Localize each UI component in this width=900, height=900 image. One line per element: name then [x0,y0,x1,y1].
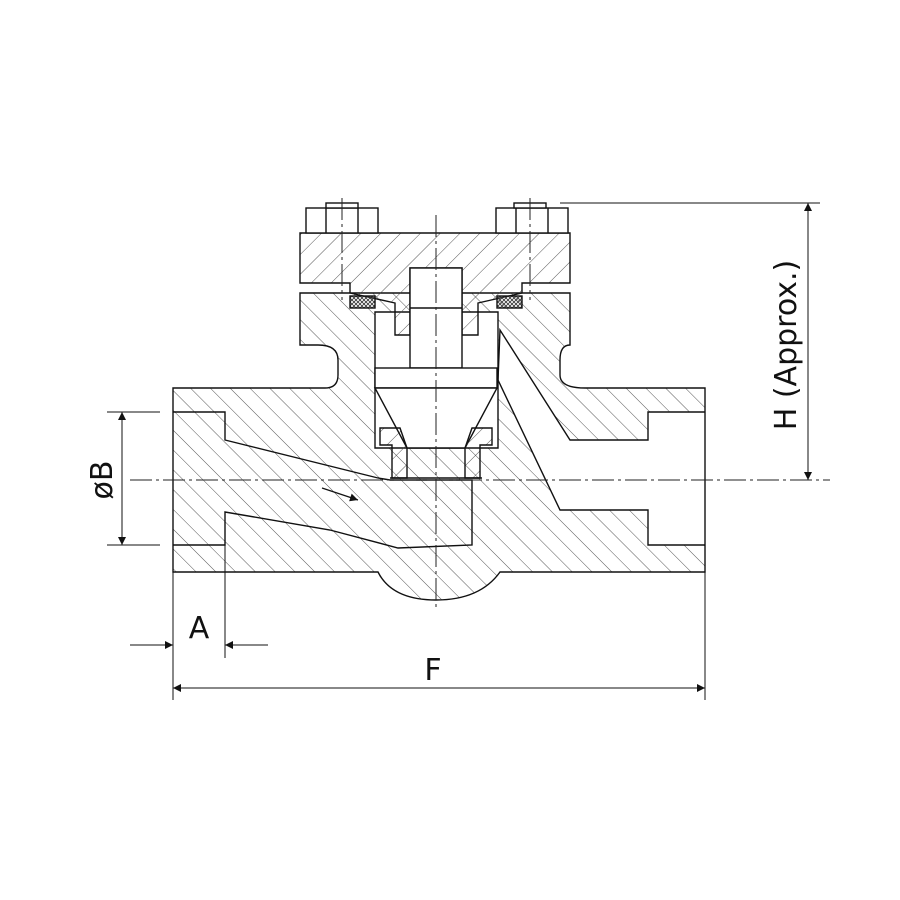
gasket-left [349,295,376,309]
dim-label-a: A [189,611,210,646]
centerlines [130,198,830,610]
dim-label-h: H (Approx.) [769,260,804,431]
gasket-right [496,295,523,309]
bolt-right [495,202,569,234]
flow-direction-arrow [321,487,359,502]
dim-label-f: F [424,653,441,688]
dim-label-b: øB [85,461,120,500]
